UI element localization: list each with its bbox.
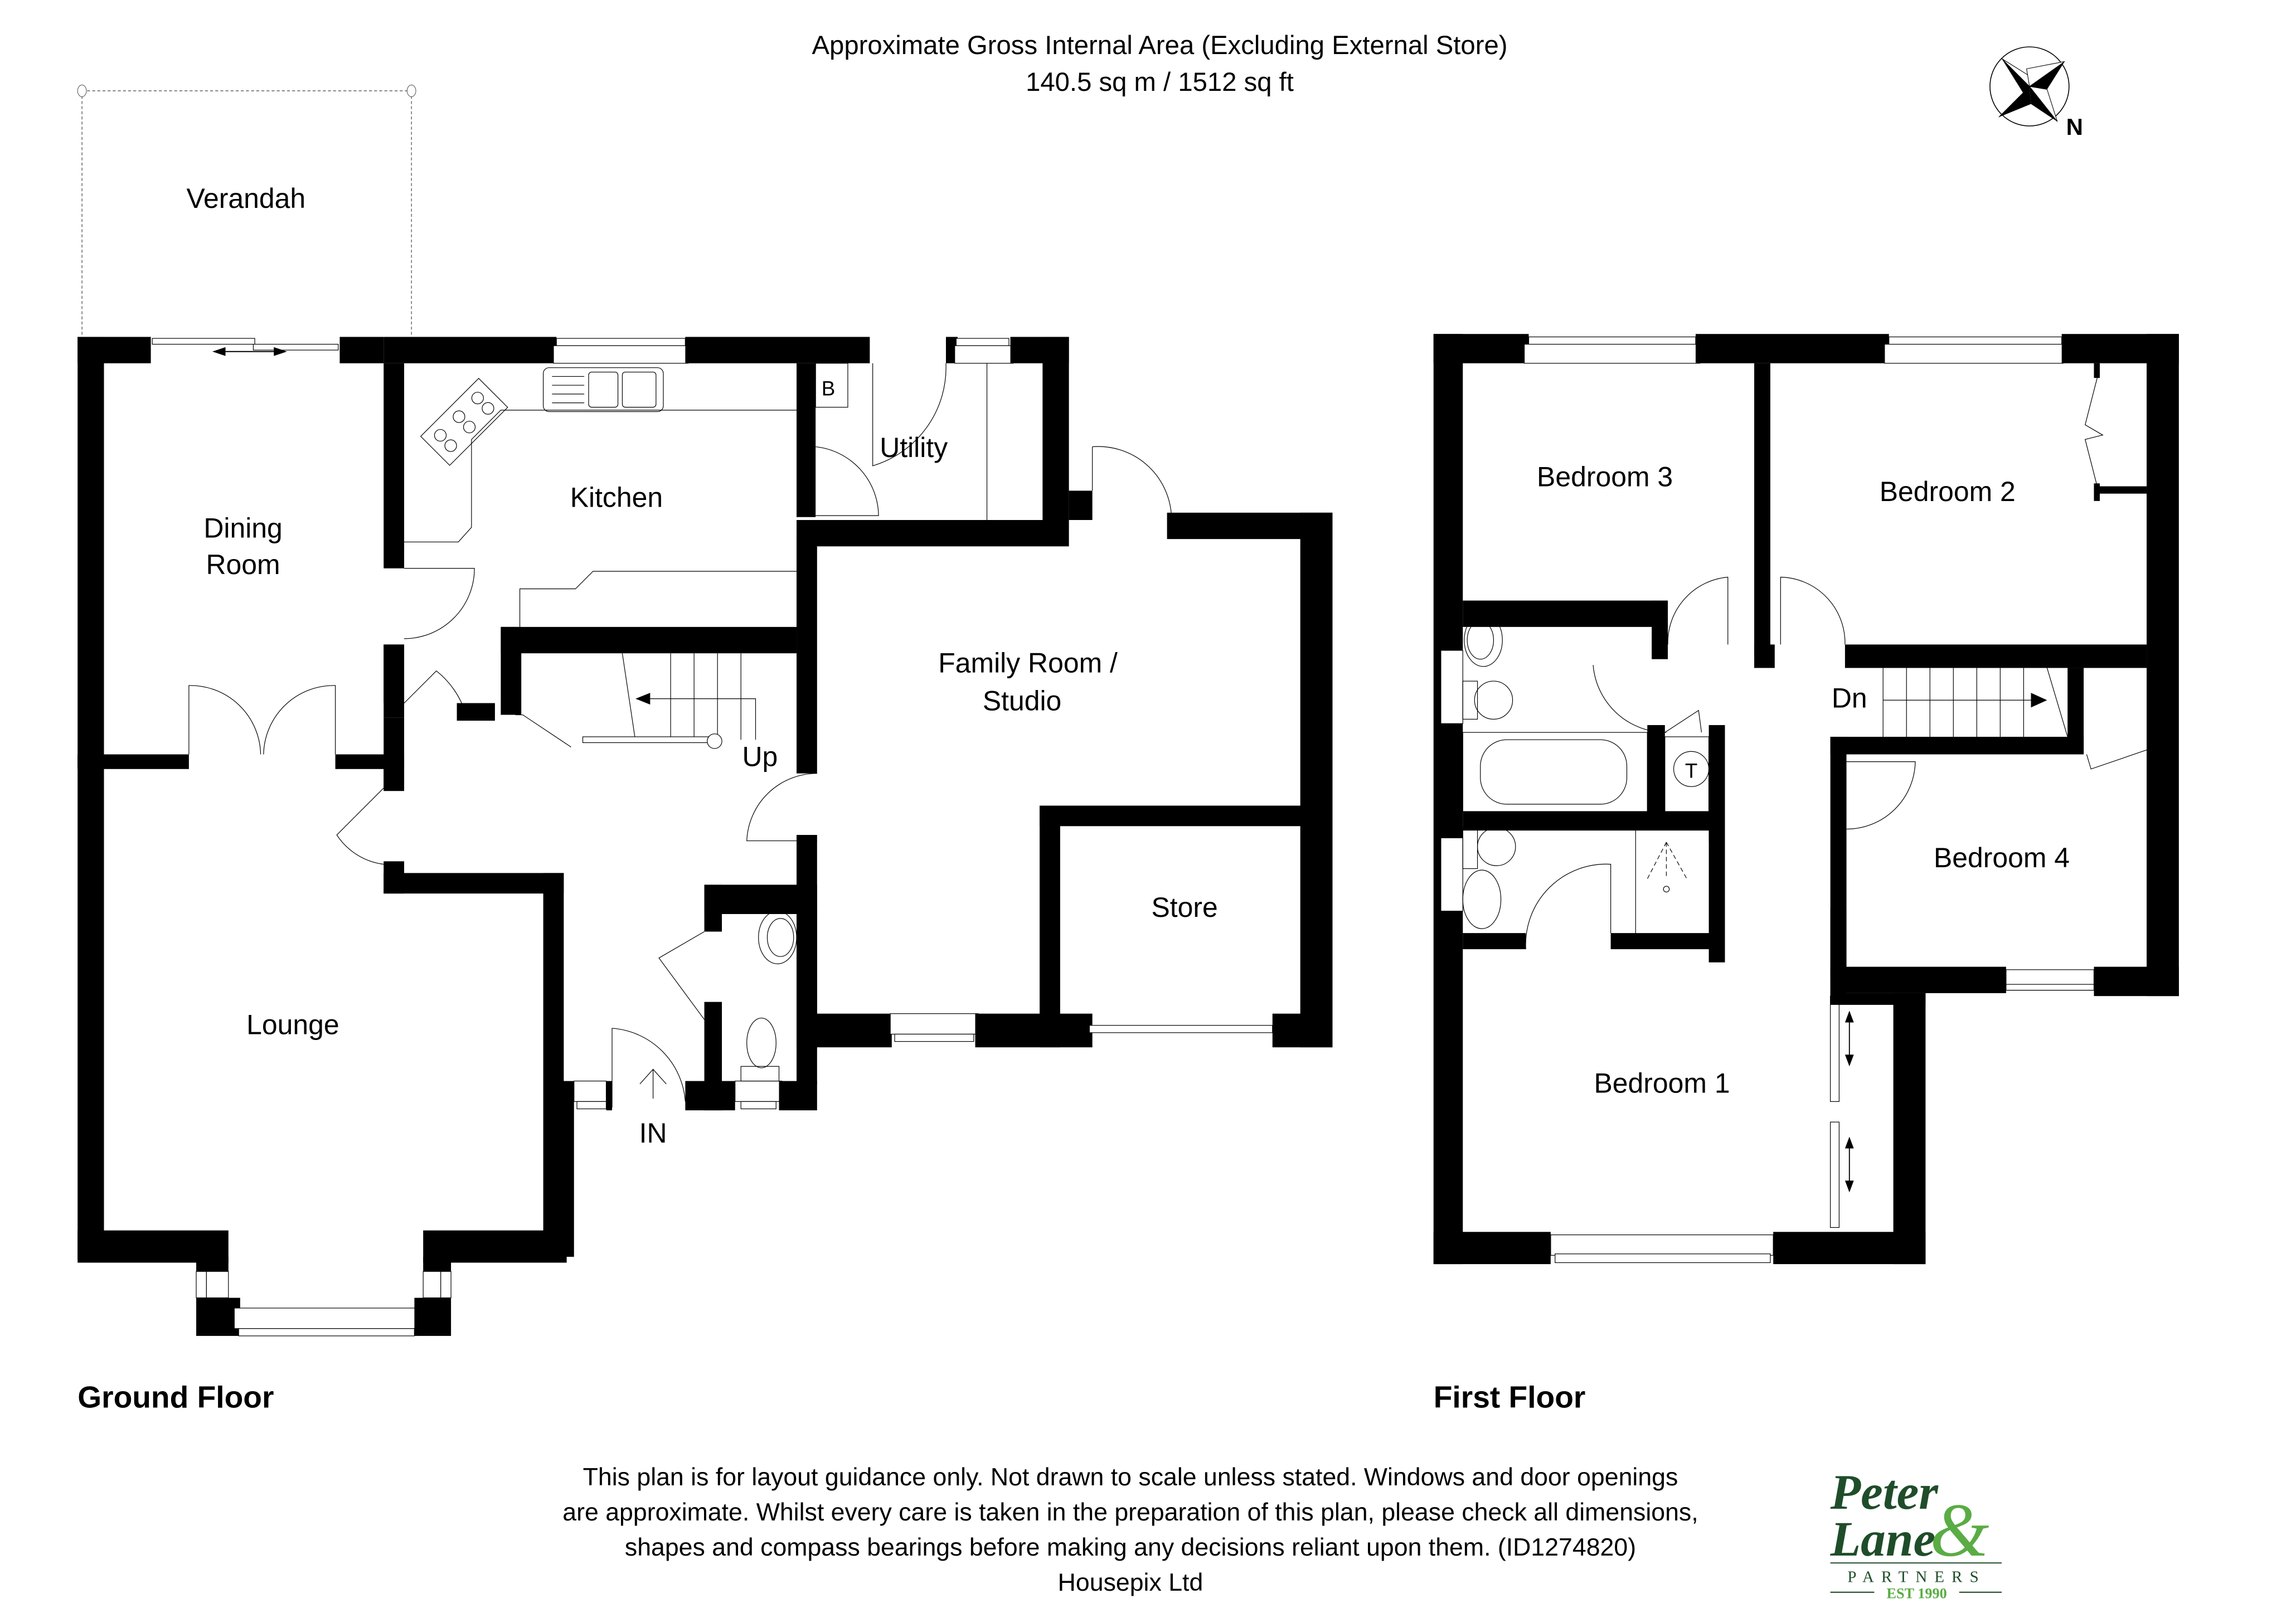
logo-partners: PARTNERS bbox=[1847, 1568, 1986, 1586]
ensuite-toilet-icon bbox=[1462, 827, 1516, 869]
disclaimer-line-3: shapes and compass bearings before makin… bbox=[625, 1534, 1636, 1561]
ground-floor-plan: B Up bbox=[77, 84, 1333, 1337]
disclaimer-line-2: are approximate. Whilst every care is ta… bbox=[562, 1499, 1698, 1526]
first-floor-plan: Dn T bbox=[1433, 334, 2179, 1265]
bathroom-basin-icon bbox=[1464, 613, 1503, 667]
basin-icon bbox=[758, 911, 797, 964]
tank-label: T bbox=[1685, 760, 1697, 783]
room-label-bedroom1: Bedroom 1 bbox=[1594, 1068, 1730, 1099]
room-label-bedroom4: Bedroom 4 bbox=[1934, 842, 2070, 873]
hob-icon bbox=[420, 378, 508, 466]
room-label-verandah: Verandah bbox=[187, 183, 306, 214]
sliding-door-arrow-icon bbox=[212, 347, 287, 356]
logo-word-peter: Peter bbox=[1830, 1465, 1939, 1520]
room-label-store: Store bbox=[1152, 892, 1218, 923]
water-tank-icon: T bbox=[1673, 751, 1710, 787]
wardrobe-sliding-doors bbox=[1830, 995, 1854, 1228]
room-label-kitchen: Kitchen bbox=[570, 482, 663, 513]
room-label-family-2: Studio bbox=[983, 686, 1061, 717]
stairs-down-label: Dn bbox=[1832, 682, 1867, 713]
room-label-bedroom3: Bedroom 3 bbox=[1537, 461, 1673, 493]
disclaimer-line-1: This plan is for layout guidance only. N… bbox=[583, 1464, 1678, 1491]
room-label-utility: Utility bbox=[880, 432, 948, 463]
logo-ampersand: & bbox=[1930, 1488, 1989, 1572]
ground-floor-title: Ground Floor bbox=[77, 1380, 274, 1415]
logo-word-lane: Lane bbox=[1830, 1512, 1936, 1567]
compass-north-label: N bbox=[2066, 114, 2083, 140]
bathroom-toilet-icon bbox=[1462, 681, 1513, 720]
compass-rose-icon bbox=[1989, 46, 2070, 127]
first-floor-title: First Floor bbox=[1434, 1380, 1586, 1415]
stairs-up-label: Up bbox=[742, 741, 778, 772]
peter-lane-partners-logo: Peter Lane & PARTNERS EST 1990 bbox=[1830, 1465, 2002, 1601]
area-title: Approximate Gross Internal Area (Excludi… bbox=[812, 31, 1508, 60]
boiler-label: B bbox=[822, 377, 836, 400]
shower-icon bbox=[1647, 842, 1687, 893]
ensuite-basin-icon bbox=[1462, 869, 1502, 929]
room-label-dining-2: Room bbox=[206, 549, 280, 580]
toilet-icon bbox=[740, 1017, 780, 1082]
disclaimer-line-4: Housepix Ltd bbox=[1058, 1569, 1203, 1596]
bath-icon bbox=[1462, 732, 1648, 812]
room-label-lounge: Lounge bbox=[246, 1009, 339, 1040]
room-label-bedroom2: Bedroom 2 bbox=[1880, 476, 2016, 507]
room-label-family-1: Family Room / bbox=[938, 647, 1118, 678]
entrance-arrow-icon bbox=[639, 1068, 667, 1099]
area-value: 140.5 sq m / 1512 sq ft bbox=[1026, 67, 1294, 97]
logo-est: EST 1990 bbox=[1887, 1585, 1947, 1601]
room-label-dining-1: Dining bbox=[203, 513, 282, 544]
sink-icon bbox=[542, 367, 664, 412]
entrance-label: IN bbox=[639, 1117, 667, 1149]
stairs-down bbox=[1882, 668, 2068, 737]
